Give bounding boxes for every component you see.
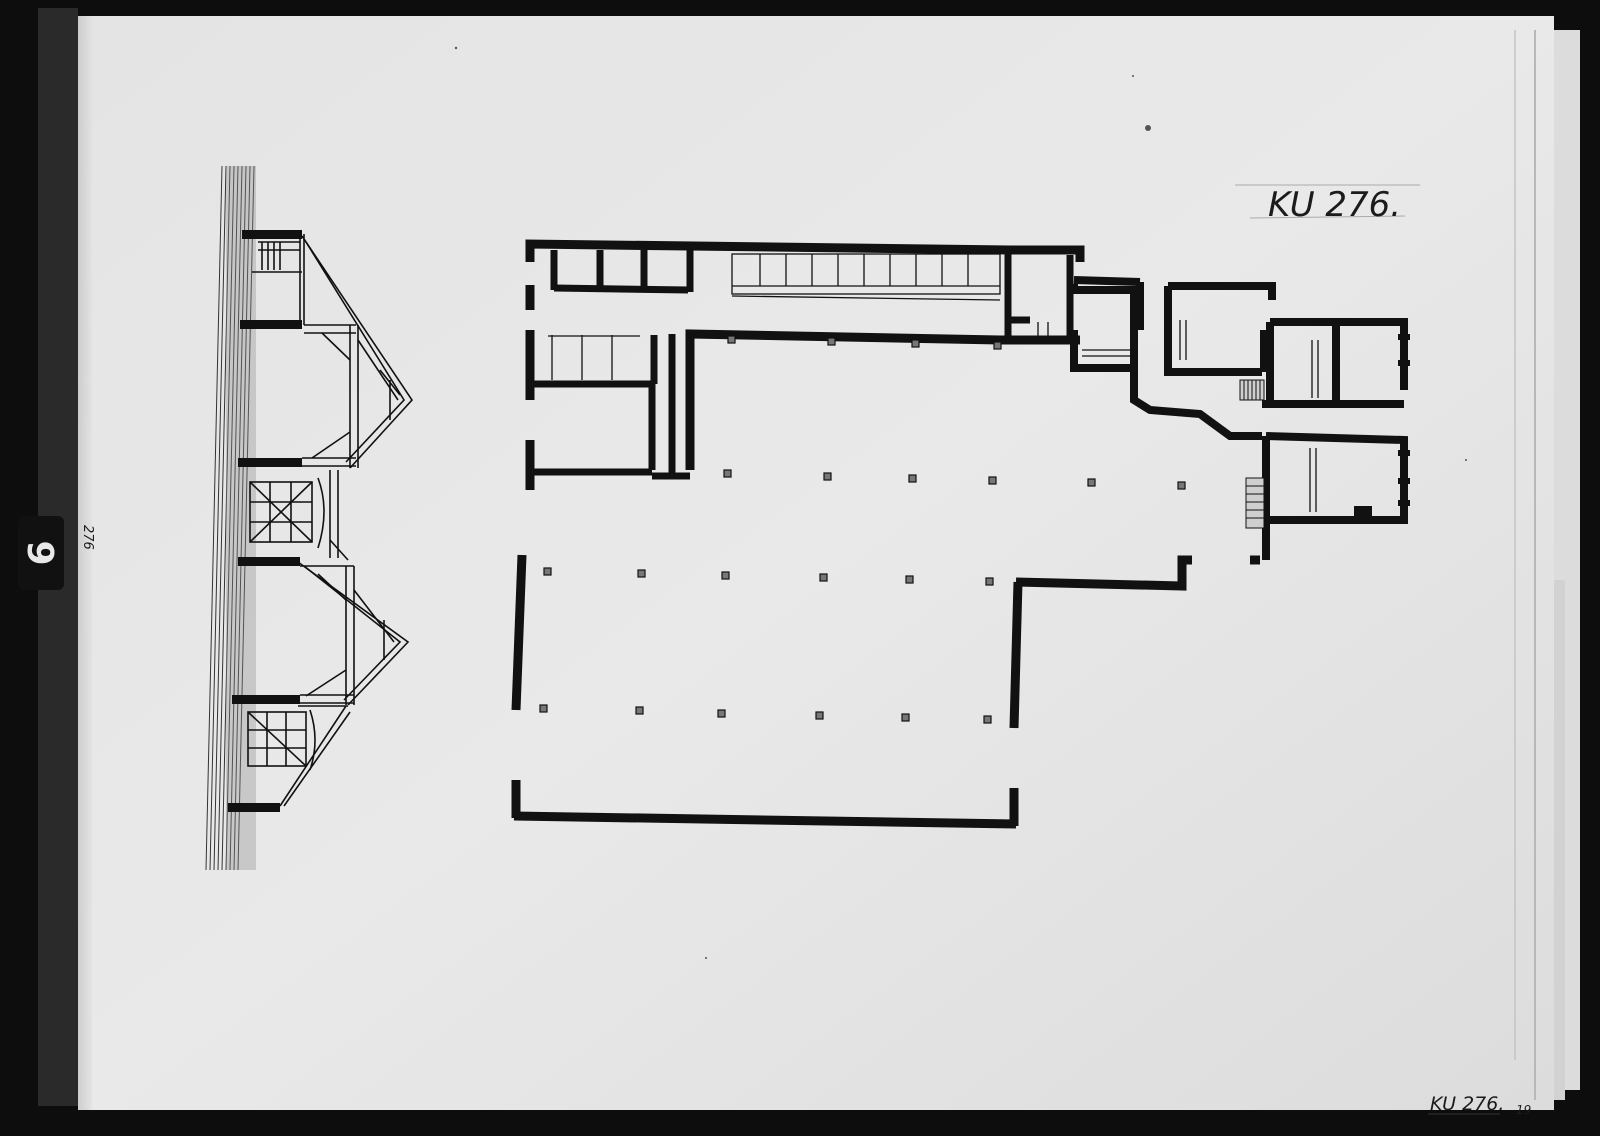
ground-wall-hatch	[205, 165, 255, 871]
plan-gallery	[731, 253, 1001, 301]
edge-number-suffix: 19	[1516, 1103, 1531, 1117]
lantern-window-upper	[249, 470, 349, 561]
plan-column-piers	[539, 335, 1186, 724]
floor-beams	[228, 230, 302, 812]
lantern-window-lower	[247, 705, 351, 807]
plan-outer-walls	[511, 239, 1260, 829]
plan-annex-rooms	[1070, 276, 1408, 560]
upper-roof-truss	[301, 235, 414, 469]
film-tab: 9	[18, 516, 64, 590]
paper-sheet	[78, 16, 1554, 1110]
catalog-number: KU 276.	[1268, 185, 1401, 225]
margin-handwritten-note: 276	[80, 525, 95, 550]
tab-numeral: 9	[19, 540, 60, 565]
floor-plan-drawing	[511, 239, 1410, 829]
catalog-label-top: KU 276.	[1235, 184, 1420, 225]
catalog-label-edge: KU 276. 19	[1428, 1093, 1531, 1117]
plan-left-rooms	[528, 334, 690, 480]
lower-roof-truss	[297, 561, 410, 706]
plan-stairs	[1239, 379, 1265, 529]
roof-section-drawing	[205, 165, 414, 871]
edge-catalog-number: KU 276.	[1430, 1093, 1504, 1115]
film-blemishes	[454, 46, 1467, 959]
plan-top-rooms	[550, 250, 1074, 340]
